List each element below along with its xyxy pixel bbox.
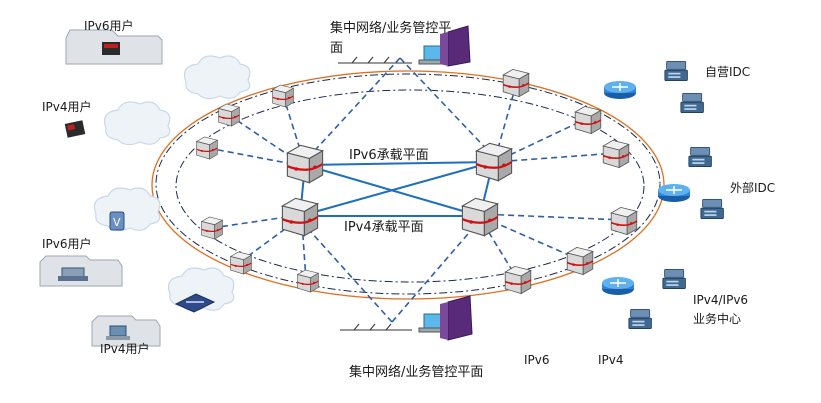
svg-text:V: V bbox=[113, 216, 121, 229]
ipv4-plane-label: IPv4承载平面 bbox=[344, 220, 424, 235]
user-group-ipv4-phone bbox=[64, 120, 86, 138]
ring-node bbox=[200, 216, 224, 240]
user-label-ipv6-server: IPv6用户 bbox=[42, 236, 92, 251]
user-group-ipv6-top bbox=[65, 29, 163, 65]
core-node-ipv6-left bbox=[286, 144, 324, 184]
legend-ipv6: IPv6 bbox=[524, 353, 550, 367]
core-node-ipv4-right bbox=[461, 197, 499, 237]
top-management-console bbox=[338, 25, 471, 67]
ipv6-plane-label: IPv6承载平面 bbox=[349, 148, 429, 163]
outer-ring bbox=[151, 70, 665, 300]
service-center-label-line2: 业务中心 bbox=[693, 311, 741, 326]
bottom-mgmt-label: 集中网络/业务管控平面 bbox=[349, 364, 483, 380]
server-icon bbox=[688, 147, 712, 167]
user-group-ipv6-server bbox=[39, 255, 123, 287]
core-node-ipv4-left bbox=[281, 197, 319, 237]
ring-node bbox=[271, 84, 295, 108]
phone-icon bbox=[102, 42, 120, 55]
router-icon bbox=[603, 80, 637, 100]
server-icon bbox=[664, 61, 688, 81]
core-node-ipv6-right bbox=[475, 142, 513, 182]
ring-node bbox=[296, 269, 320, 293]
ring-node bbox=[217, 103, 241, 127]
external-idc-label: 外部IDC bbox=[730, 180, 775, 195]
server-icon bbox=[700, 199, 724, 219]
self-idc-label: 自营IDC bbox=[705, 65, 750, 79]
ring-node bbox=[574, 105, 602, 135]
bottom-management-console bbox=[340, 295, 473, 341]
ring-node bbox=[566, 246, 594, 276]
server-icon bbox=[662, 269, 686, 289]
legend-ipv4: IPv4 bbox=[598, 353, 624, 367]
top-mgmt-label-line1: 集中网络/业务管控平 bbox=[330, 20, 451, 36]
computer-icon bbox=[109, 325, 127, 337]
inner-ring bbox=[175, 89, 645, 283]
top-mgmt-label-line2: 面 bbox=[330, 41, 343, 56]
router-icon bbox=[657, 183, 691, 203]
server-icon bbox=[628, 309, 652, 329]
ring-dash-dot bbox=[155, 73, 661, 295]
user-group-ipv4-computer bbox=[91, 315, 161, 347]
router-icon bbox=[601, 276, 635, 296]
service-center-label-line1: IPv4/IPv6 bbox=[693, 293, 748, 307]
user-label-ipv6-top: IPv6用户 bbox=[84, 18, 134, 33]
dashed-links bbox=[207, 57, 625, 323]
user-label-ipv4-computer: IPv4用户 bbox=[100, 341, 150, 356]
user-group-v-icon: V bbox=[109, 211, 125, 231]
ring-node bbox=[610, 206, 638, 236]
server-icon bbox=[680, 93, 704, 113]
ring-node bbox=[195, 136, 219, 160]
ring-node bbox=[504, 265, 532, 295]
ring-node bbox=[229, 251, 253, 275]
left-router bbox=[174, 293, 216, 313]
ring-node bbox=[602, 139, 630, 169]
user-label-ipv4-phone: IPv4用户 bbox=[42, 99, 92, 114]
ring-node bbox=[502, 68, 530, 98]
